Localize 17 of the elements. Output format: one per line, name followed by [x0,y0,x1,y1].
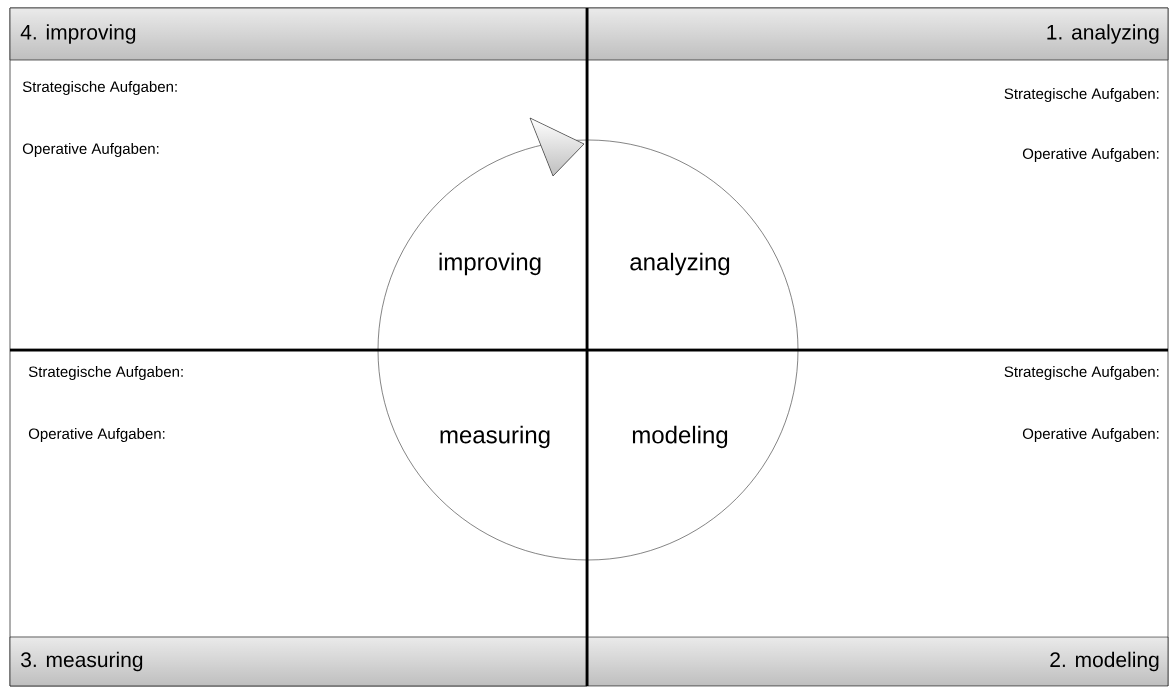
header-bar: 1. analyzing [586,7,1169,61]
cycle-arrow [377,117,799,561]
header-bar: 4. improving [9,7,588,61]
task-label: Strategische Aufgaben: [1004,88,1159,102]
header-bar: 3. measuring [9,636,588,687]
task-label: Strategische Aufgaben: [22,81,177,95]
task-label: Operative Aufgaben: [1022,148,1159,162]
phase-label: analyzing [630,252,730,276]
phase-label: modeling [632,425,728,449]
phase-label: measuring [440,425,550,449]
task-label: Strategische Aufgaben: [28,366,183,380]
task-label: Operative Aufgaben: [22,143,159,157]
task-label: Strategische Aufgaben: [1004,366,1159,380]
phase-label: improving [439,252,541,276]
task-label: Operative Aufgaben: [28,428,165,442]
header-bar: 2. modeling [586,636,1169,687]
task-label: Operative Aufgaben: [1022,428,1159,442]
